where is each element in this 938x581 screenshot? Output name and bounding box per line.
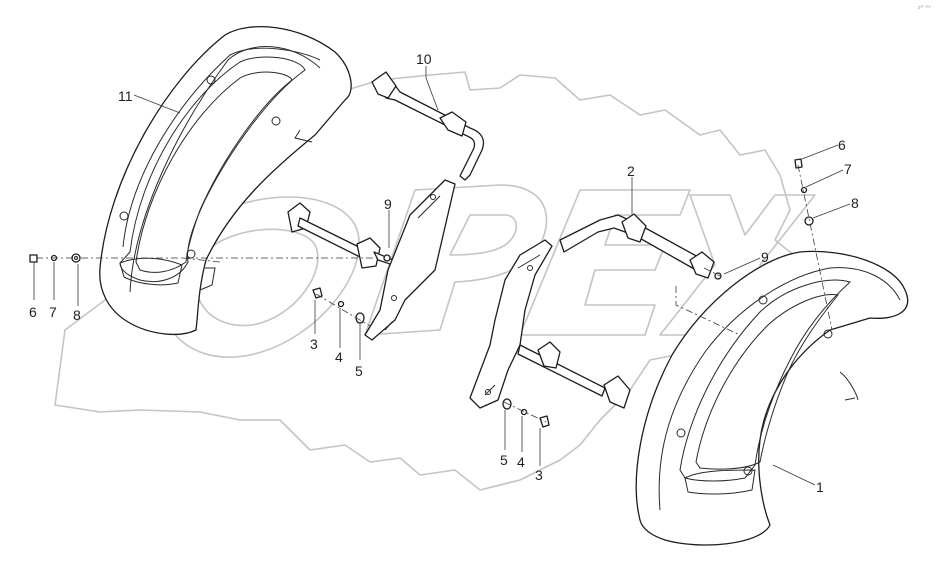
fender-bolt-hole (823, 329, 833, 339)
nut-9 (714, 272, 722, 280)
screw-6 (29, 254, 38, 263)
screw-3 (312, 287, 323, 299)
washer-5 (502, 398, 512, 410)
assembly-lines (36, 164, 833, 423)
callout-5-right: 5 (500, 452, 508, 468)
callout-6-left: 6 (29, 304, 37, 320)
callout-9-left: 9 (384, 196, 392, 212)
callout-4-left: 4 (335, 349, 343, 365)
washer-8 (804, 216, 814, 226)
callout-8-left: 8 (73, 307, 81, 323)
callout-7-right: 7 (844, 161, 852, 177)
leader-lines (33, 66, 851, 486)
fender-bolt-hole (676, 428, 686, 438)
left-mount-bracket (287, 71, 485, 341)
callout-2: 2 (627, 163, 635, 179)
left-bracket-hardware (312, 287, 365, 324)
callout-11: 11 (118, 88, 133, 104)
callout-10: 10 (416, 51, 432, 67)
callout-3-left: 3 (310, 336, 318, 352)
fender-bolt-hole (743, 466, 753, 476)
callout-6-right: 6 (838, 137, 846, 153)
screw-3 (539, 415, 550, 428)
corner-mark: z²° ³°² (918, 5, 931, 11)
fender-bolt-hole (271, 116, 281, 126)
callout-9-right: 9 (761, 249, 769, 265)
fender-bolt-hole (119, 211, 129, 221)
nut-9 (383, 254, 391, 262)
callout-3-right: 3 (535, 467, 543, 483)
right-screw-stack (383, 158, 814, 280)
callout-1: 1 (816, 479, 824, 495)
callout-8-right: 8 (851, 195, 859, 211)
right-mount-bracket (469, 213, 715, 409)
right-fender (635, 250, 909, 546)
screw-6 (794, 158, 803, 169)
left-fender (99, 26, 352, 336)
fender-bolt-hole (206, 75, 216, 85)
callout-7-left: 7 (49, 304, 57, 320)
lock-washer-7 (800, 186, 808, 194)
callouts: 11 10 9 6 7 8 3 4 5 2 9 6 7 8 5 4 3 1 (29, 51, 859, 495)
callout-5-left: 5 (355, 363, 363, 379)
lock-washer-4 (337, 300, 345, 308)
right-bracket-hardware (502, 398, 550, 428)
callout-4-right: 4 (517, 454, 525, 470)
fender-bolt-hole (758, 295, 768, 305)
